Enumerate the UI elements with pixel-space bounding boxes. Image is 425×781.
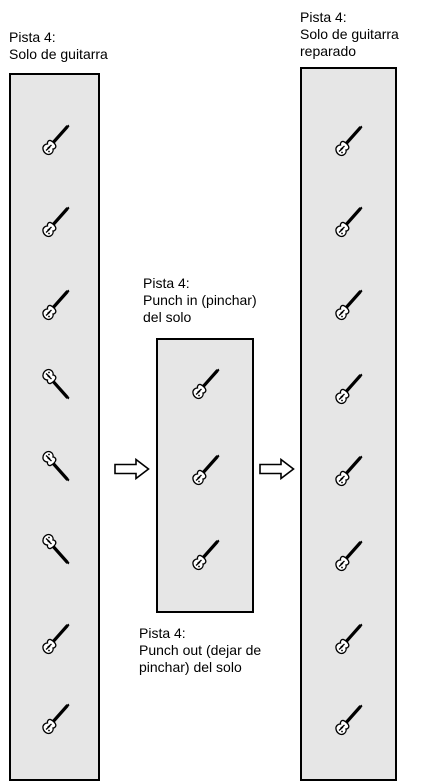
guitar-icon xyxy=(333,124,363,160)
guitar-icon-inverted xyxy=(40,447,70,483)
right-label-line-3: reparado xyxy=(300,43,357,59)
guitar-icon xyxy=(40,123,70,159)
guitar-icon xyxy=(40,288,70,324)
left-label-line-1: Pista 4: xyxy=(9,29,56,45)
right-label-line-1: Pista 4: xyxy=(300,9,347,25)
guitar-icon xyxy=(333,539,363,575)
punch-in-label: Pista 4: Punch in (pinchar) del solo xyxy=(143,275,257,326)
right-track-label: Pista 4: Solo de guitarra reparado xyxy=(300,9,399,60)
guitar-icon-inverted xyxy=(40,530,70,566)
punch-out-label-line-1: Pista 4: xyxy=(139,625,186,641)
left-label-line-2: Solo de guitarra xyxy=(9,46,108,62)
right-track-repaired-solo xyxy=(300,67,397,781)
right-arrow-icon xyxy=(114,458,150,480)
guitar-icon xyxy=(40,702,70,738)
guitar-icon xyxy=(333,372,363,408)
right-label-line-2: Solo de guitarra xyxy=(300,26,399,42)
guitar-icon xyxy=(333,703,363,739)
guitar-icon xyxy=(190,367,220,403)
guitar-icon xyxy=(333,288,363,324)
punch-out-label-line-2: Punch out (dejar de xyxy=(139,642,262,658)
left-track-original-solo xyxy=(9,73,100,781)
middle-track-punch-segment xyxy=(156,338,254,613)
punch-in-label-line-2: Punch in (pinchar) xyxy=(143,292,257,308)
guitar-icon xyxy=(40,622,70,658)
guitar-icon xyxy=(333,205,363,241)
guitar-icon xyxy=(333,622,363,658)
guitar-icon xyxy=(190,538,220,574)
punch-out-label-line-3: pinchar) del solo xyxy=(139,659,242,675)
guitar-icon-inverted xyxy=(40,365,70,401)
punch-in-label-line-3: del solo xyxy=(143,309,192,325)
guitar-icon xyxy=(40,205,70,241)
punch-in-label-line-1: Pista 4: xyxy=(143,275,190,291)
punch-out-label: Pista 4: Punch out (dejar de pinchar) de… xyxy=(139,625,261,676)
left-track-label: Pista 4: Solo de guitarra xyxy=(9,29,108,63)
guitar-icon xyxy=(333,454,363,490)
right-arrow-icon xyxy=(259,458,295,480)
guitar-icon xyxy=(190,453,220,489)
